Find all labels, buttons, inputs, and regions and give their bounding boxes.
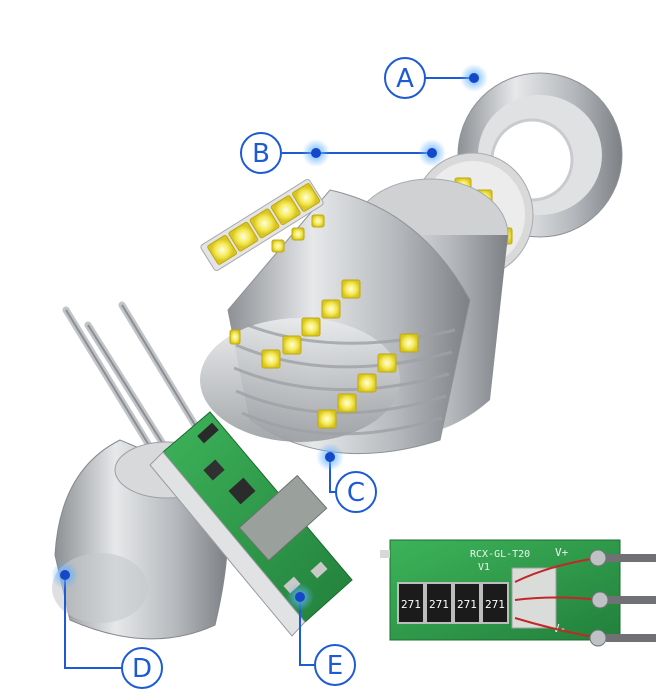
callout-E-label: E — [327, 651, 343, 681]
resistor-code-3: 271 — [457, 598, 477, 611]
led-cylinder-body — [200, 178, 509, 455]
pcb-plus-label: V+ — [555, 546, 569, 559]
resistor-code-2: 271 — [429, 598, 449, 611]
callout-C-label: C — [347, 478, 365, 508]
callout-A-label: A — [396, 64, 414, 94]
lead-wires — [62, 301, 199, 459]
pcb-model-label: RCX-GL-T20 — [470, 549, 530, 560]
callout-B: B — [240, 132, 282, 174]
pcb-wires — [514, 557, 601, 639]
resistor-code-4: 271 — [485, 598, 505, 611]
callout-C: C — [335, 471, 377, 513]
driver-board — [149, 411, 353, 637]
resistor-code-1: 271 — [401, 598, 421, 611]
callout-D-label: D — [132, 654, 152, 684]
callout-E: E — [314, 644, 356, 686]
led-strip — [200, 178, 324, 272]
callout-dots — [51, 64, 488, 611]
callout-B-label: B — [252, 139, 270, 169]
pcb-version-label: V1 — [478, 562, 490, 573]
callout-A: A — [384, 57, 426, 99]
resistor-row: 271 271 271 271 — [397, 582, 509, 624]
callout-D: D — [121, 647, 163, 689]
pcb-inset: RCX-GL-T20 V1 V+ V- 271 271 271 271 — [380, 539, 656, 647]
